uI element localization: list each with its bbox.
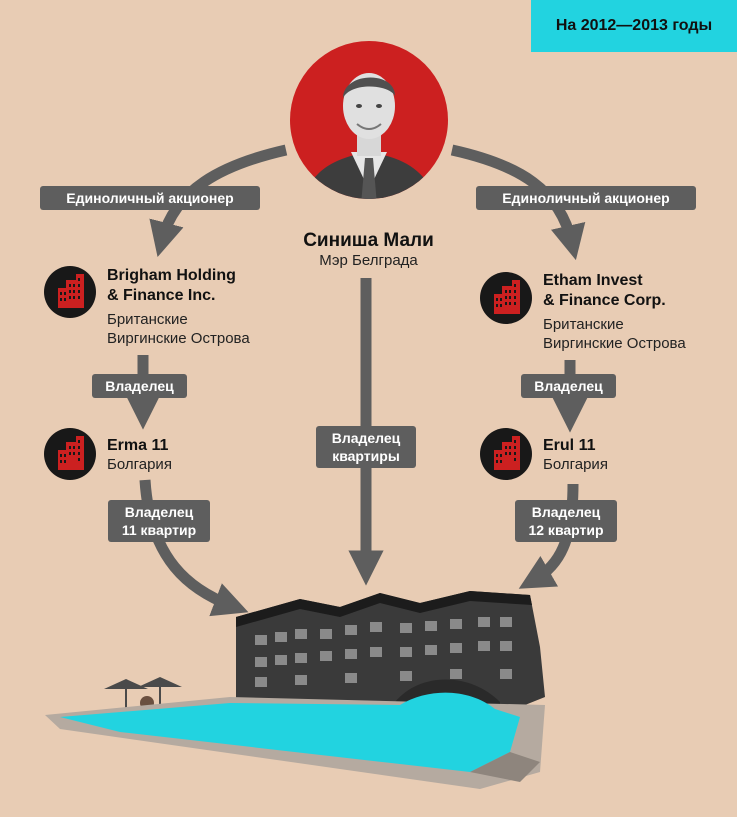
- edge-label-line1: Владелец: [124, 504, 194, 520]
- period-badge: На 2012—2013 годы: [531, 0, 737, 52]
- edge-label-sole-shareholder-right: Единоличный акционер: [476, 186, 696, 210]
- edge-label-line1: Владелец: [531, 504, 601, 520]
- company-country: Болгария: [543, 456, 608, 473]
- edge-label-line2: 12 квартир: [528, 522, 604, 538]
- edge-label-owner-12-apartments: Владелец 12 квартир: [515, 500, 617, 542]
- company-name: Erma 11: [107, 437, 169, 454]
- company-name-line2: & Finance Inc.: [107, 287, 216, 304]
- edge-label-line2: 11 квартир: [121, 522, 197, 538]
- building-icon: [480, 428, 532, 480]
- company-country-line1: Британские: [107, 311, 188, 328]
- portrait-photo: [290, 41, 448, 199]
- person-role: Мэр Белграда: [319, 252, 418, 269]
- arrow-person-to-etham: [450, 144, 586, 261]
- hotel-pool-illustration: [45, 591, 545, 789]
- building-icon: [480, 272, 532, 324]
- edge-label-owner-right: Владелец: [521, 374, 616, 398]
- company-country-line2: Виргинские Острова: [107, 330, 250, 347]
- edge-label-owner-left: Владелец: [92, 374, 187, 398]
- company-name-line2: & Finance Corp.: [543, 292, 666, 309]
- edge-label-line1: Владелец: [331, 430, 401, 446]
- edge-label-sole-shareholder-left: Единоличный акционер: [40, 186, 260, 210]
- company-country-line1: Британские: [543, 316, 624, 333]
- company-country-line2: Виргинские Острова: [543, 335, 686, 352]
- company-country: Болгария: [107, 456, 172, 473]
- person-name: Синиша Мали: [303, 230, 434, 251]
- edge-label-apartment-owner: Владелец квартиры: [316, 426, 416, 468]
- company-name: Erul 11: [543, 437, 596, 454]
- company-name-line1: Brigham Holding: [107, 267, 236, 284]
- edge-label-owner-11-apartments: Владелец 11 квартир: [108, 500, 210, 542]
- arrow-person-to-brigham: [149, 144, 288, 258]
- building-icon: [44, 266, 96, 318]
- company-name-line1: Etham Invest: [543, 272, 643, 289]
- building-icon: [44, 428, 96, 480]
- edge-label-line2: квартиры: [332, 448, 400, 464]
